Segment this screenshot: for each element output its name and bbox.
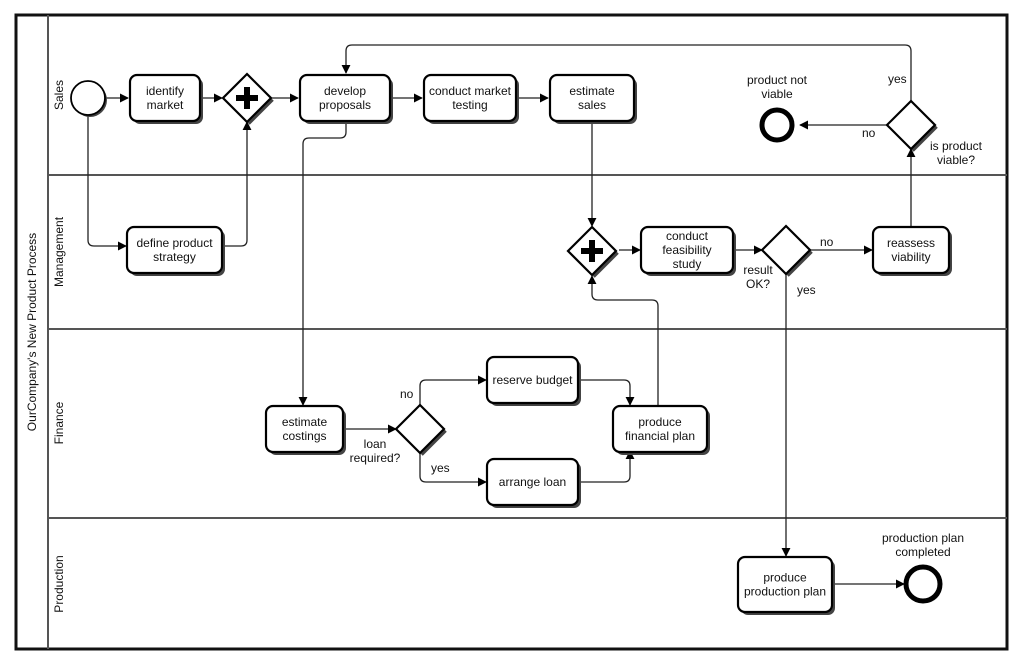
task-label: arrange loan [499,475,566,489]
gateway-label-result-ok: OK? [746,277,770,291]
task-label: reserve budget [492,373,573,387]
end-event-label: product not [747,73,808,87]
task-label: strategy [153,250,196,264]
gateway-label-result-ok: result [743,263,773,277]
flow-strategy-to-gateway [222,121,252,247]
task-label: define product [136,236,213,250]
task-label: viability [891,250,930,264]
task-label: conduct [666,229,709,243]
flow-label-yes: yes [431,461,450,475]
task-label: market [147,98,184,112]
flow-label-no: no [862,126,876,140]
parallel-fork-gateway[interactable] [221,72,274,125]
task-box[interactable] [485,457,580,507]
gateway-loan-required[interactable] [394,403,447,456]
task-label: sales [578,98,606,112]
labels: is product viable? result OK? loan requi… [350,72,983,475]
task-label: testing [452,98,487,112]
lane-label-production: Production [52,555,66,612]
gateway-diamond[interactable] [885,99,937,151]
gateway-diamond[interactable] [394,403,446,455]
plus-icon [236,87,258,109]
task-box[interactable] [639,225,735,275]
gateway-result-ok[interactable] [760,224,813,277]
end-event-circle[interactable] [903,564,943,604]
sequence-flows [87,44,916,589]
end-event-label: production plan [882,531,964,545]
gateway-is-product-viable[interactable] [885,99,938,152]
flow-arrange-to-financial-plan [578,450,635,483]
task-arrange-loan[interactable]: arrange loan [485,457,581,508]
lane-label-sales: Sales [52,80,66,110]
gateways [221,72,938,456]
task-label: identify [146,84,184,98]
task-box[interactable] [128,73,202,123]
task-label: feasibility [662,243,711,257]
task-label: estimate [282,415,328,429]
task-label: costings [282,429,326,443]
flow-develop-to-estimate-costings [298,121,347,406]
parallel-join-gateway[interactable] [566,225,619,278]
task-label: production plan [744,585,826,599]
task-box[interactable] [125,225,224,275]
flow-start-to-define-strategy [87,116,127,251]
task-reserve-budget[interactable]: reserve budget [485,355,581,406]
task-box[interactable] [548,73,636,123]
flow-loan-yes-to-arrange [419,453,487,487]
end-event-label: completed [895,545,950,559]
pool-title: OurCompany's New Product Process [25,233,39,431]
task-label: proposals [319,98,371,112]
lane-label-finance: Finance [52,401,66,444]
end-event-label: viable [761,87,793,101]
task-box[interactable] [736,555,834,614]
start-event[interactable] [70,80,107,117]
task-box[interactable] [611,404,709,454]
task-label: estimate [569,84,615,98]
task-label: develop [324,84,366,98]
flow-label-yes: yes [888,72,907,86]
task-label: produce [638,415,682,429]
flow-label-yes: yes [797,283,816,297]
flow-financial-plan-to-join [587,275,659,405]
task-label: produce [763,571,807,585]
flow-loan-no-to-reserve [419,375,487,405]
flow-reserve-to-financial-plan [578,379,635,406]
flow-label-no: no [820,235,834,249]
gateway-label-is-product-viable: is product [930,139,983,153]
end-event-product-not-viable[interactable]: product not viable [747,73,808,143]
task-box[interactable] [264,404,345,454]
gateway-label-loan-required: loan [364,437,387,451]
plus-icon [581,240,603,262]
task-box[interactable] [871,225,951,275]
task-box[interactable] [422,73,518,123]
gateway-label-loan-required: required? [350,451,401,465]
task-box[interactable] [485,355,580,405]
lanes: Sales Management Finance Production [48,80,1007,613]
start-event-circle[interactable] [70,80,106,116]
task-label: reassess [887,236,935,250]
task-label: study [673,257,702,271]
gateway-label-is-product-viable: viable? [937,153,975,167]
flow-label-no: no [400,387,414,401]
task-box[interactable] [298,73,392,123]
flow-viable-yes-to-develop [341,44,912,103]
gateway-diamond[interactable] [760,224,812,276]
end-event-circle[interactable] [759,107,795,143]
lane-label-management: Management [52,216,66,287]
task-label: financial plan [625,429,695,443]
task-label: conduct market [429,84,512,98]
end-event-production-plan-completed[interactable]: production plan completed [882,531,964,604]
